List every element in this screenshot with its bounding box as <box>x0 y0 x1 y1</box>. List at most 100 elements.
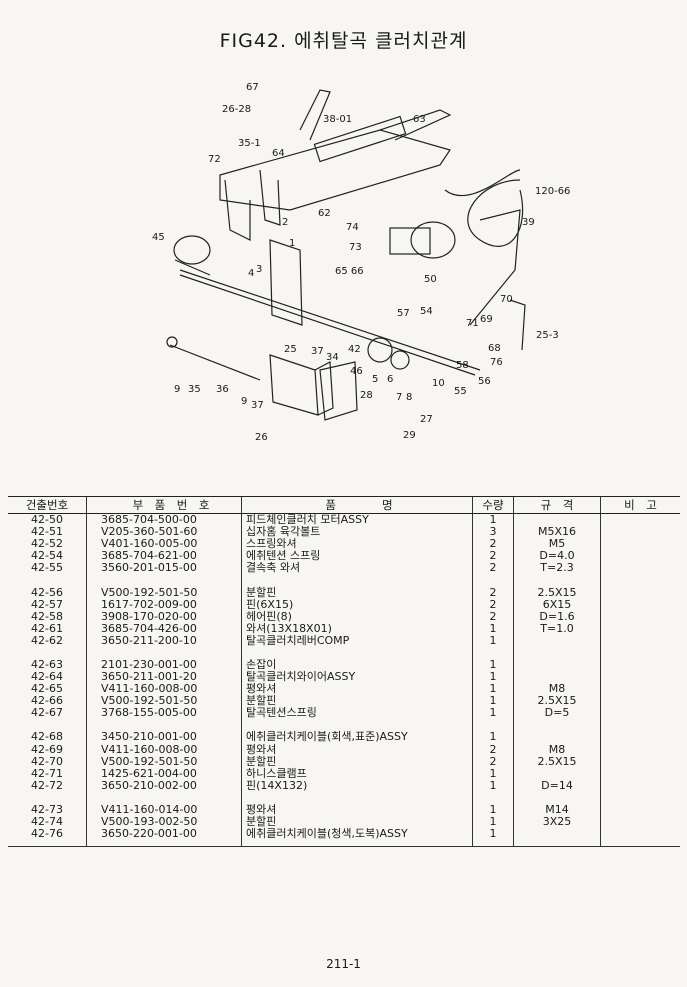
callout-35-1: 35-1 <box>238 138 261 149</box>
row-name: 십자홈 육각볼트 <box>241 526 473 539</box>
row-key: 42-64 <box>31 670 63 684</box>
callout-8: 8 <box>406 392 413 403</box>
row-key: 42-56 <box>31 585 63 599</box>
row-name: 핀(14X132) <box>241 779 473 792</box>
row-note <box>600 658 680 672</box>
callout-65-66: 65 66 <box>335 266 364 277</box>
row-note <box>600 803 680 816</box>
callout-67: 67 <box>246 82 259 93</box>
row-spec <box>513 634 601 647</box>
row-part-no: 3685-704-621-00 <box>86 550 242 563</box>
row-qty: 1 <box>472 658 514 672</box>
row-qty: 2 <box>472 610 514 623</box>
row-note <box>600 683 680 696</box>
row-spec: 2.5X15 <box>513 755 601 768</box>
callout-7: 7 <box>396 392 403 403</box>
row-name: 분할핀 <box>241 815 473 829</box>
row-name: 하니스클램프 <box>241 767 473 780</box>
callout-56: 56 <box>478 376 491 387</box>
row-note <box>600 767 680 780</box>
row-note <box>600 550 680 563</box>
row-name: 핀(6X15) <box>241 598 473 611</box>
callout-37b: 37 <box>251 400 264 411</box>
row-key: 42-62 <box>31 633 63 647</box>
row-key: 42-51 <box>31 525 63 539</box>
callout-4: 4 <box>248 268 255 279</box>
row-name: 헤어핀(8) <box>241 610 473 623</box>
header-qty: 수량 <box>472 496 514 514</box>
row-note <box>600 513 680 527</box>
row-note <box>600 779 680 792</box>
callout-71: 71 <box>466 318 479 329</box>
row-qty: 2 <box>472 538 514 551</box>
callout-54: 54 <box>420 306 433 317</box>
row-part-no: 1425-621-004-00 <box>86 767 242 780</box>
row-part-no: V411-160-008-00 <box>86 743 242 756</box>
row-spec: M5X16 <box>513 526 601 539</box>
callout-55: 55 <box>454 386 467 397</box>
row-part-no: 3685-704-500-00 <box>86 513 242 527</box>
header-note: 비 고 <box>600 496 680 514</box>
row-name: 에취클러치케이블(회색,표준)ASSY <box>241 731 473 744</box>
row-spec <box>513 731 601 744</box>
header-name: 품 명 <box>241 496 473 514</box>
row-name: 와셔(13X18X01) <box>241 622 473 635</box>
row-part-no: 1617-702-009-00 <box>86 598 242 611</box>
row-spec: D=1.6 <box>513 610 601 623</box>
row-name: 손잡이 <box>241 658 473 672</box>
row-qty: 2 <box>472 743 514 756</box>
callout-26: 26 <box>255 432 268 443</box>
row-key: 42-57 <box>31 597 63 611</box>
row-part-no: 2101-230-001-00 <box>86 658 242 672</box>
row-spec: 6X15 <box>513 598 601 611</box>
row-part-no: 3650-220-001-00 <box>86 828 242 841</box>
row-part-no: 3560-201-015-00 <box>86 562 242 575</box>
row-spacer <box>8 719 680 732</box>
callout-25: 25 <box>284 344 297 355</box>
row-name: 탈곡클러치레버COMP <box>241 634 473 647</box>
row-key: 42-68 <box>31 730 63 744</box>
row-qty: 1 <box>472 683 514 696</box>
callout-69: 69 <box>480 314 493 325</box>
row-note <box>600 610 680 623</box>
row-spec: 2.5X15 <box>513 586 601 599</box>
row-note <box>600 707 680 720</box>
callout-73: 73 <box>349 242 362 253</box>
row-part-no: 3685-704-426-00 <box>86 622 242 635</box>
row-name: 평와셔 <box>241 743 473 756</box>
row-part-no: 3650-211-200-10 <box>86 634 242 647</box>
row-spacer <box>8 646 680 659</box>
row-key: 42-76 <box>31 827 63 841</box>
row-note <box>600 695 680 708</box>
row-qty: 2 <box>472 598 514 611</box>
row-spec: T=2.3 <box>513 562 601 575</box>
row-part-no: V500-192-501-50 <box>86 586 242 599</box>
row-spec: D=5 <box>513 707 601 720</box>
callout-70: 70 <box>500 294 513 305</box>
row-name: 결속축 와셔 <box>241 562 473 575</box>
callout-25-3: 25-3 <box>536 330 559 341</box>
callout-42: 42 <box>348 344 361 355</box>
row-part-no: V401-160-005-00 <box>86 538 242 551</box>
callout-76: 76 <box>490 357 503 368</box>
row-note <box>600 671 680 684</box>
row-key: 42-61 <box>31 621 63 635</box>
row-qty: 1 <box>472 767 514 780</box>
callout-58: 58 <box>456 360 469 371</box>
row-spec: M14 <box>513 803 601 816</box>
callout-72: 72 <box>208 154 221 165</box>
callout-1: 1 <box>289 238 296 249</box>
row-part-no: 3650-211-001-20 <box>86 671 242 684</box>
row-name: 평와셔 <box>241 803 473 816</box>
